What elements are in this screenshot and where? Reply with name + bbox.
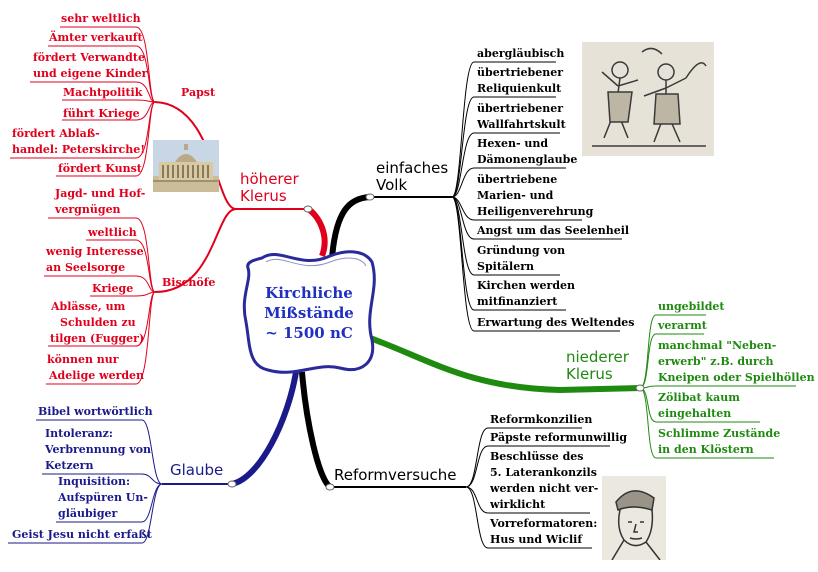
- branch-niederer-klerus[interactable]: niederer Klerus: [566, 349, 629, 383]
- leaf-glaube-3b[interactable]: Aufspüren Un-: [58, 491, 148, 504]
- branch-label-line1: niederer: [566, 348, 629, 366]
- leaf-reform-2[interactable]: Päpste reformunwillig: [490, 431, 628, 444]
- leaf-papst-4[interactable]: Machtpolitik: [63, 86, 143, 99]
- leaf-volk-3b[interactable]: Wallfahrtskult: [477, 118, 566, 131]
- leaf-reform-1[interactable]: Reformkonzilien: [490, 413, 593, 426]
- branch-label-line2: Volk: [376, 176, 408, 194]
- branch-label: Reformversuche: [334, 466, 457, 484]
- central-title-line1: Kirchliche: [265, 284, 353, 302]
- leaf-volk-2[interactable]: übertriebener: [477, 66, 564, 79]
- leaf-reform-4[interactable]: Vorreformatoren:: [490, 517, 598, 530]
- leaf-volk-8b[interactable]: mitfinanziert: [477, 295, 558, 308]
- leaf-reform-3d[interactable]: wirklicht: [490, 498, 546, 511]
- branch-hoeherer-klerus[interactable]: höherer Klerus: [240, 171, 299, 205]
- leaf-papst-3b[interactable]: und eigene Kinder: [33, 67, 148, 80]
- branch-glaube[interactable]: Glaube: [170, 462, 223, 479]
- branch-reformversuche[interactable]: Reformversuche: [334, 467, 457, 484]
- leaf-volk-7b[interactable]: Spitälern: [477, 260, 534, 273]
- leaf-niederer-5b[interactable]: in den Klöstern: [658, 443, 754, 456]
- leaf-volk-7[interactable]: Gründung von: [477, 244, 566, 257]
- leaf-niederer-4[interactable]: Zölibat kaum: [658, 391, 740, 404]
- leaf-volk-3[interactable]: übertriebener: [477, 102, 564, 115]
- central-topic[interactable]: Kirchliche Mißstände ~ 1500 nC: [248, 254, 370, 372]
- leaf-bischoefe-6b[interactable]: Adelige werden: [49, 369, 145, 382]
- leaf-glaube-3c[interactable]: gläubiger: [58, 507, 118, 520]
- leaf-niederer-4b[interactable]: eingehalten: [658, 407, 732, 420]
- leaf-papst-6b[interactable]: handel: Peterskirche!: [12, 143, 146, 156]
- leaf-volk-4b[interactable]: Dämonenglaube: [477, 153, 578, 166]
- leaf-volk-5b[interactable]: Marien- und: [477, 189, 554, 202]
- leaf-niederer-3c[interactable]: Kneipen oder Spielhöllen: [658, 371, 815, 384]
- leaf-bischoefe-5[interactable]: Ablässe, um: [51, 300, 126, 313]
- leaf-niederer-3b[interactable]: erwerb" z.B. durch: [658, 355, 774, 368]
- leaf-papst-2[interactable]: Ämter verkauft: [49, 31, 143, 44]
- branch-einfaches-volk[interactable]: einfaches Volk: [376, 160, 448, 194]
- leaf-glaube-3[interactable]: Inquisition:: [58, 475, 131, 488]
- leaf-volk-8[interactable]: Kirchen werden: [477, 279, 576, 292]
- leaf-volk-5c[interactable]: Heiligenverehrung: [477, 205, 594, 218]
- leaf-papst-6[interactable]: fördert Ablaß-: [12, 127, 100, 140]
- leaf-reform-3b[interactable]: 5. Laterankonzils: [490, 466, 597, 479]
- central-box: [242, 250, 376, 374]
- leaf-bischoefe-2[interactable]: weltlich: [88, 226, 137, 239]
- leaf-bischoefe-4[interactable]: Kriege: [92, 282, 134, 295]
- leaf-bischoefe-3[interactable]: wenig Interesse: [46, 245, 144, 258]
- leaf-reform-4b[interactable]: Hus und Wiclif: [490, 533, 583, 546]
- leaf-niederer-2[interactable]: verarmt: [658, 319, 707, 332]
- leaf-niederer-5[interactable]: Schlimme Zustände: [658, 427, 781, 440]
- leaf-bischoefe-1b[interactable]: vergnügen: [55, 203, 121, 216]
- subbranch-bischoefe[interactable]: Bischöfe: [162, 276, 216, 289]
- leaf-volk-9[interactable]: Erwartung des Weltendes: [477, 316, 635, 329]
- leaf-reform-3[interactable]: Beschlüsse des: [490, 450, 584, 463]
- leaf-niederer-1[interactable]: ungebildet: [658, 300, 725, 313]
- leaf-volk-5[interactable]: übertriebene: [477, 173, 558, 186]
- leaf-bischoefe-5c[interactable]: tilgen (Fugger): [50, 332, 145, 345]
- branch-label-line2: Klerus: [566, 365, 613, 383]
- basilica-image: [153, 140, 219, 192]
- leaf-volk-2b[interactable]: Reliquienkult: [477, 82, 562, 95]
- leaf-glaube-2[interactable]: Intoleranz:: [45, 427, 113, 440]
- leaf-papst-5[interactable]: führt Kriege: [63, 107, 140, 120]
- leaf-papst-7[interactable]: fördert Kunst: [58, 162, 142, 175]
- leaf-bischoefe-3b[interactable]: an Seelsorge: [46, 261, 126, 274]
- leaf-bischoefe-6[interactable]: können nur: [47, 353, 119, 366]
- central-title-line2: Mißstände: [264, 304, 354, 322]
- portrait-image: [602, 476, 666, 560]
- leaf-bischoefe-5b[interactable]: Schulden zu: [60, 316, 136, 329]
- leaf-volk-6[interactable]: Angst um das Seelenheil: [477, 224, 630, 237]
- woodcut-figures-image: [582, 42, 714, 156]
- leaf-glaube-1[interactable]: Bibel wortwörtlich: [38, 405, 153, 418]
- leaf-papst-1[interactable]: sehr weltlich: [61, 12, 141, 25]
- branch-label-line1: einfaches: [376, 159, 449, 177]
- leaf-volk-1[interactable]: abergläubisch: [477, 47, 565, 60]
- leaf-papst-3[interactable]: fördert Verwandte: [33, 51, 145, 64]
- leaf-volk-4[interactable]: Hexen- und: [477, 137, 549, 150]
- leaf-glaube-4[interactable]: Geist Jesu nicht erfaßt: [12, 528, 152, 541]
- leaf-glaube-2c[interactable]: Ketzern: [45, 459, 94, 472]
- leaf-reform-3c[interactable]: werden nicht ver-: [490, 482, 599, 495]
- branch-label-line1: höherer: [240, 170, 299, 188]
- branch-label: Glaube: [170, 461, 224, 479]
- leaf-glaube-2b[interactable]: Verbrennung von: [45, 443, 152, 456]
- leaf-niederer-3[interactable]: manchmal "Neben-: [658, 339, 777, 352]
- subbranch-papst[interactable]: Papst: [181, 86, 216, 99]
- leaf-bischoefe-1[interactable]: Jagd- und Hof-: [55, 187, 146, 200]
- branch-label-line2: Klerus: [240, 187, 287, 205]
- central-title-line3: ~ 1500 nC: [265, 324, 353, 342]
